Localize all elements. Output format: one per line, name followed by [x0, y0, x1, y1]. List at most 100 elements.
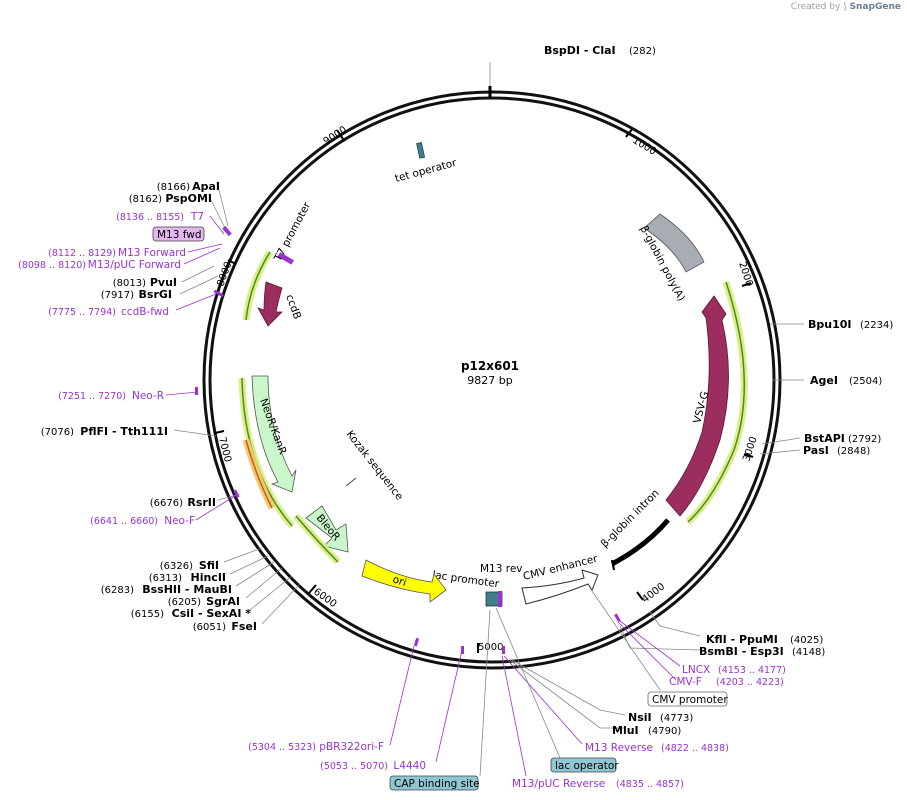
site-apai-pos: (8166): [157, 182, 190, 193]
site-bpu10i[interactable]: Bpu10I: [808, 318, 852, 331]
neor-primer-halos: [238, 377, 341, 565]
site-sgrai[interactable]: SgrAI: [206, 595, 240, 608]
primer-t7-pos: (8136 .. 8155): [116, 212, 184, 223]
primer-m13-reverse[interactable]: M13 Reverse: [585, 742, 653, 754]
primer-ring-marks: [195, 225, 621, 654]
site-bpu10i-pos: (2234): [860, 320, 893, 331]
site-pspomi-pos: (8162): [129, 194, 162, 205]
kozak-label: Kozak sequence: [344, 428, 406, 502]
beta-globin-intron-feature[interactable]: [610, 518, 670, 571]
site-csii-sexai[interactable]: CsiI - SexAI *: [172, 607, 252, 620]
primer-l4440-pos: (5053 .. 5070): [320, 761, 388, 772]
primer-m13-puc-forward[interactable]: M13/pUC Forward: [88, 259, 181, 271]
site-mlui[interactable]: MluI: [612, 724, 639, 737]
feature-leader-lines: [479, 587, 661, 777]
t7-promoter-feature[interactable]: [277, 252, 294, 265]
ori-label: ori: [391, 573, 408, 589]
site-bsrgi-pos: (7917): [101, 290, 134, 301]
primer-pbr322ori-f[interactable]: pBR322ori-F: [319, 741, 384, 753]
cap-binding-site-box[interactable]: CAP binding site: [389, 775, 480, 791]
site-csii-sexai-pos: (6155): [131, 609, 164, 620]
cmv-promoter-box[interactable]: CMV promoter: [647, 691, 728, 707]
lac-operator-box-label: lac operator: [555, 760, 619, 772]
ccdb-primer-halo: [242, 250, 273, 321]
site-pspomi[interactable]: PspOMI: [165, 192, 212, 205]
cap-binding-site-box-label: CAP binding site: [394, 778, 480, 790]
primer-m13-forward[interactable]: M13 Forward: [118, 247, 186, 259]
primer-neo-r-pos: (7251 .. 7270): [58, 391, 126, 402]
primer-pbr322ori-f-pos: (5304 .. 5323): [248, 742, 316, 753]
primer-ccdb-fwd-pos: (7775 .. 7794): [48, 307, 116, 318]
lac-operator-box[interactable]: lac operator: [550, 757, 619, 773]
site-bspdi-clai[interactable]: BspDI - ClaI: [544, 44, 616, 57]
plasmid-size: 9827 bp: [467, 374, 512, 387]
site-bstapi[interactable]: BstAPI: [804, 432, 845, 445]
site-kfli-ppumi[interactable]: KflI - PpuMI: [706, 633, 778, 646]
primer-neo-f[interactable]: Neo-F: [164, 515, 195, 527]
site-pflfi-tth111i[interactable]: PflFI - Tth111I: [80, 425, 168, 438]
tick-2000: 2000: [736, 261, 754, 289]
site-bsmbi-esp3i[interactable]: BsmBI - Esp3I: [699, 645, 784, 658]
site-sfii[interactable]: SfiI: [199, 559, 219, 572]
site-hincii[interactable]: HincII: [190, 571, 226, 584]
site-agei[interactable]: AgeI: [810, 374, 838, 387]
m13-fwd-box-label: M13 fwd: [157, 229, 202, 241]
tet-operator-feature[interactable]: [416, 142, 426, 159]
vsvg-primer-halo: [685, 280, 748, 525]
primer-ccdb-fwd[interactable]: ccdB-fwd: [121, 306, 169, 318]
primer-lncx-pos: (4153 .. 4177): [718, 665, 786, 676]
site-pvui-pos: (8013): [113, 278, 146, 289]
cmv-promoter-box-label: CMV promoter: [652, 694, 728, 706]
site-sgrai-pos: (6205): [168, 597, 201, 608]
credit-prefix: Created by: [790, 2, 841, 12]
site-rsrii[interactable]: RsrII: [187, 496, 216, 509]
ori-feature[interactable]: [361, 559, 447, 603]
m13-rev-feature[interactable]: [485, 591, 503, 607]
primer-m13-puc-reverse[interactable]: M13/pUC Reverse: [512, 778, 605, 790]
credit-brand: SnapGene: [849, 2, 901, 12]
site-bsshii-maubi-pos: (6283): [101, 585, 134, 596]
site-rsrii-pos: (6676): [150, 498, 183, 509]
plasmid-name: p12x601: [461, 359, 519, 373]
primer-cmv-f[interactable]: CMV-F: [669, 676, 702, 688]
site-leader-lines: [173, 62, 804, 729]
site-hincii-pos: (6313): [149, 573, 182, 584]
primer-l4440[interactable]: L4440: [393, 760, 426, 772]
primer-m13-puc-forward-pos: (8098 .. 8120): [18, 260, 86, 271]
primer-t7[interactable]: T7: [190, 211, 204, 223]
site-pasi[interactable]: PasI: [803, 444, 829, 457]
primer-lncx[interactable]: LNCX: [682, 664, 710, 676]
site-pasi-pos: (2848): [837, 446, 870, 457]
site-bstapi-pos: (2792): [848, 434, 881, 445]
neor-feature[interactable]: [251, 375, 297, 493]
site-nsii[interactable]: NsiI: [628, 711, 652, 724]
beta-globin-polya-feature[interactable]: [643, 213, 705, 273]
cmv-enhancer-feature[interactable]: [521, 569, 599, 605]
site-kfli-ppumi-pos: (4025): [790, 635, 823, 646]
primer-cmv-f-pos: (4203 .. 4223): [716, 677, 784, 688]
site-sfii-pos: (6326): [160, 561, 193, 572]
ccdb-feature[interactable]: [257, 281, 283, 327]
site-bsrgi[interactable]: BsrGI: [139, 288, 172, 301]
site-pvui[interactable]: PvuI: [150, 276, 177, 289]
primer-leader-lines: [165, 215, 681, 777]
t7-promoter-label: T7 promoter: [272, 200, 314, 265]
site-bspdi-clai-pos: (282): [629, 46, 656, 57]
tick-3000: 3000: [741, 435, 759, 463]
site-fsei-pos: (6051): [193, 622, 226, 633]
primer-neo-r[interactable]: Neo-R: [132, 390, 164, 402]
m13-fwd-box[interactable]: M13 fwd: [152, 226, 205, 242]
site-apai[interactable]: ApaI: [192, 180, 220, 193]
tet-operator-label: tet operator: [394, 157, 459, 185]
bleor-feature[interactable]: [305, 505, 349, 553]
kozak-feature: [345, 477, 357, 487]
site-bsshii-maubi[interactable]: BssHII - MauBI: [142, 583, 232, 596]
tick-4000: 4000: [640, 581, 667, 605]
primer-m13-puc-reverse-pos: (4835 .. 4857): [616, 779, 684, 790]
site-bsmbi-esp3i-pos: (4148): [792, 647, 825, 658]
site-nsii-pos: (4773): [660, 713, 693, 724]
site-fsei[interactable]: FseI: [231, 620, 257, 633]
snapgene-logo-icon: ⟆: [843, 2, 847, 12]
vsvg-feature[interactable]: [665, 295, 729, 517]
